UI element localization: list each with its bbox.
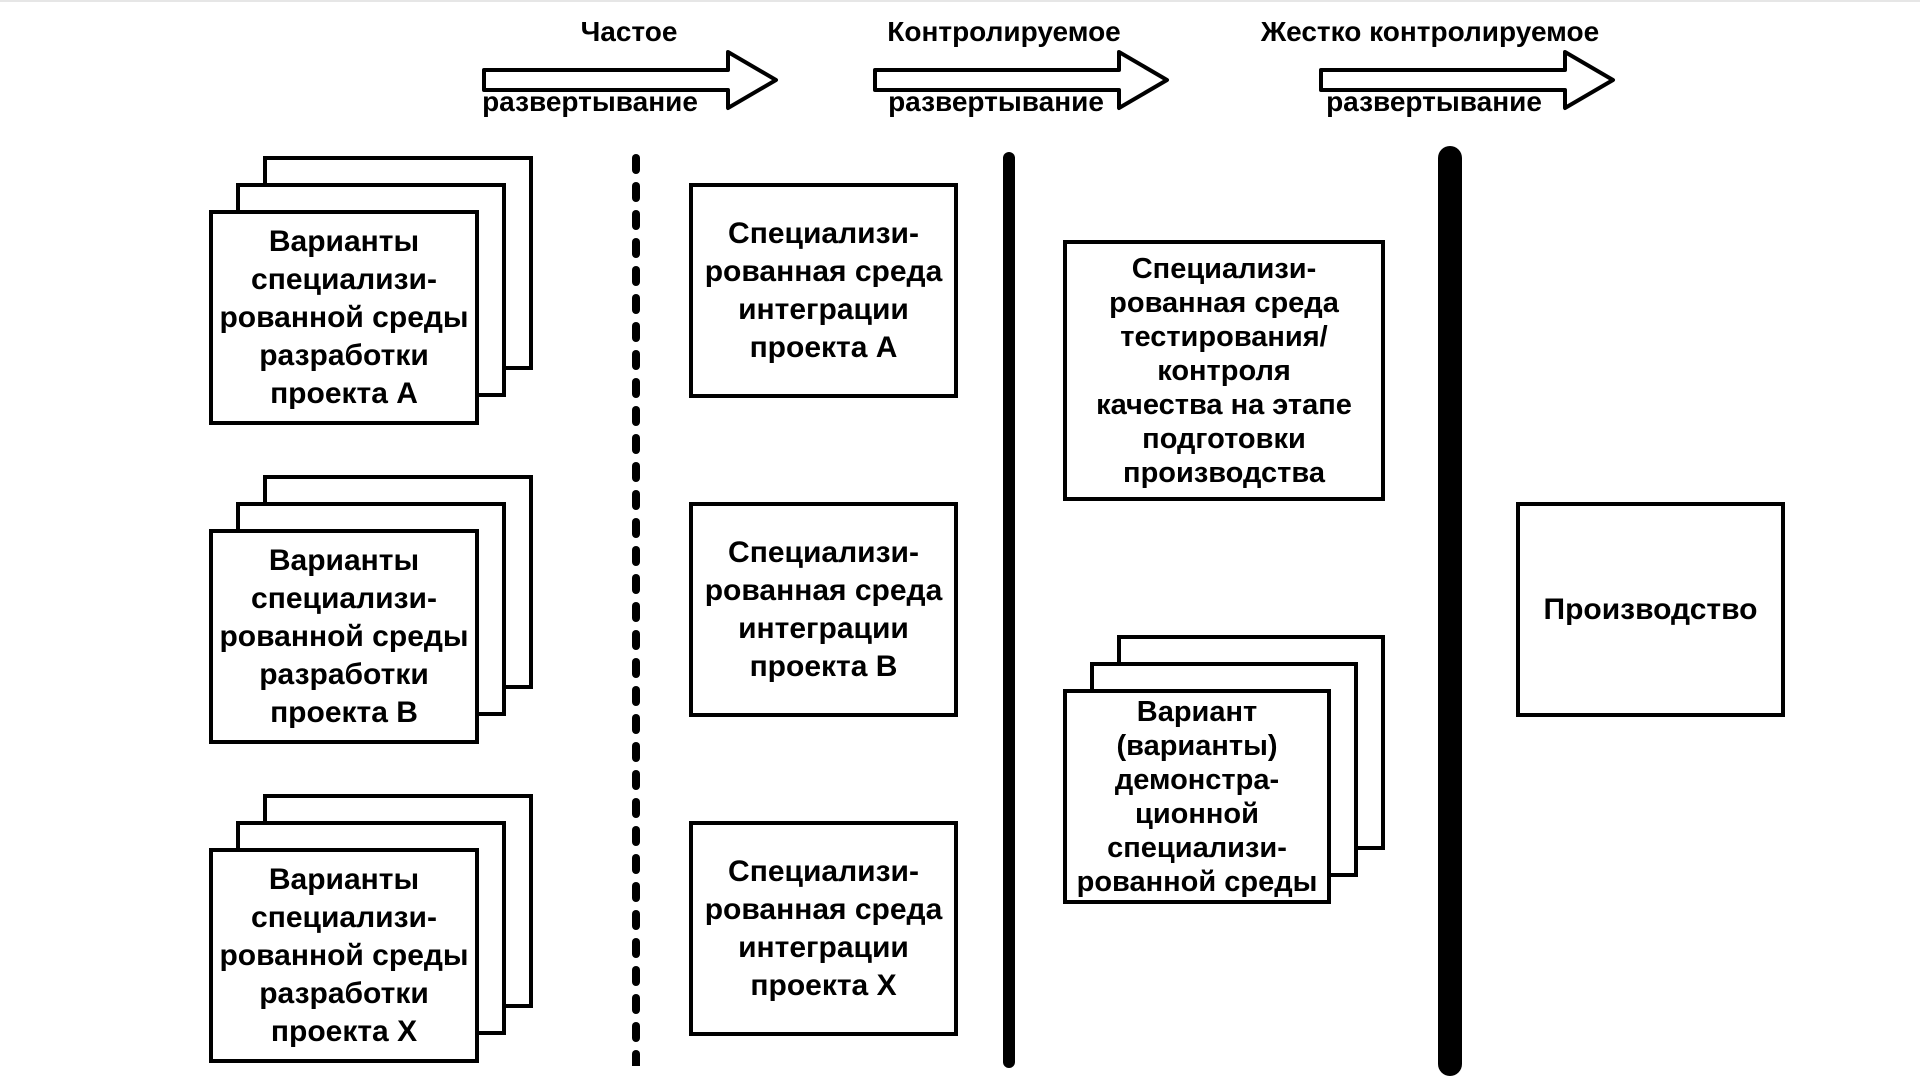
stage-2-subtitle: развертывание — [888, 86, 1104, 117]
integration-env-x: Специализи- рованная среда интеграции пр… — [689, 821, 958, 1036]
dev-env-box: Варианты специализи- рованной среды разр… — [209, 529, 479, 744]
dash-segment — [632, 266, 640, 286]
arrow-right-icon — [1319, 50, 1615, 110]
dash-segment — [632, 826, 640, 846]
separator-frequent — [632, 154, 640, 1066]
dev-env-label: Варианты специализи- рованной среды разр… — [219, 862, 469, 1048]
integration-env-b: Специализи- рованная среда интеграции пр… — [689, 502, 958, 717]
stage-3-title: Жестко контролируемое — [1260, 16, 1600, 47]
separator-controlled — [1003, 152, 1015, 1068]
dash-segment — [632, 1022, 640, 1042]
dash-segment — [632, 210, 640, 230]
dash-segment — [632, 350, 640, 370]
dash-segment — [632, 686, 640, 706]
stage-1-title: Частое — [580, 16, 678, 47]
dev-env-label: Варианты специализи- рованной среды разр… — [219, 543, 469, 729]
arrow-right-icon — [873, 50, 1169, 110]
qa-env-box: Специализи- рованная среда тестирования/… — [1063, 240, 1385, 501]
dash-segment — [632, 882, 640, 902]
dash-segment — [632, 434, 640, 454]
dash-segment — [632, 518, 640, 538]
dash-segment — [632, 742, 640, 762]
stage-1-subtitle: развертывание — [482, 86, 698, 117]
dev-env-box: Варианты специализи- рованной среды разр… — [209, 848, 479, 1063]
dash-segment — [632, 714, 640, 734]
dash-segment — [632, 154, 640, 174]
dash-segment — [632, 294, 640, 314]
integration-env-label: Специализи- рованная среда интеграции пр… — [704, 216, 943, 364]
separator-strict — [1438, 146, 1462, 1076]
dash-segment — [632, 406, 640, 426]
dash-segment — [632, 658, 640, 678]
demo-env-label: Вариант (варианты) демонстра- ционной сп… — [1076, 695, 1318, 898]
integration-env-a: Специализи- рованная среда интеграции пр… — [689, 183, 958, 398]
dash-segment — [632, 938, 640, 958]
dash-segment — [632, 854, 640, 874]
integration-env-label: Специализи- рованная среда интеграции пр… — [704, 854, 943, 1002]
qa-env-label: Специализи- рованная среда тестирования/… — [1096, 252, 1352, 489]
integration-env-label: Специализи- рованная среда интеграции пр… — [704, 535, 943, 683]
dash-segment — [632, 490, 640, 510]
dash-segment — [632, 966, 640, 986]
dash-segment — [632, 238, 640, 258]
demo-env-box: Вариант (варианты) демонстра- ционной сп… — [1063, 689, 1331, 904]
stage-2-title: Контролируемое — [887, 16, 1121, 47]
dash-segment — [632, 182, 640, 202]
arrow-right-icon — [482, 50, 778, 110]
dash-segment — [632, 770, 640, 790]
dash-segment — [632, 546, 640, 566]
production-box: Производство — [1516, 502, 1785, 717]
dash-segment — [632, 322, 640, 342]
dash-segment — [632, 574, 640, 594]
dash-segment — [632, 994, 640, 1014]
dash-segment — [632, 462, 640, 482]
dash-segment — [632, 378, 640, 398]
dash-segment — [632, 1050, 640, 1066]
dev-env-box: Варианты специализи- рованной среды разр… — [209, 210, 479, 425]
stage-3-subtitle: развертывание — [1326, 86, 1542, 117]
page-top-border — [0, 0, 1920, 2]
dash-segment — [632, 630, 640, 650]
dash-segment — [632, 910, 640, 930]
production-label: Производство — [1543, 592, 1758, 626]
dev-env-label: Варианты специализи- рованной среды разр… — [219, 224, 469, 410]
dash-segment — [632, 798, 640, 818]
dash-segment — [632, 602, 640, 622]
